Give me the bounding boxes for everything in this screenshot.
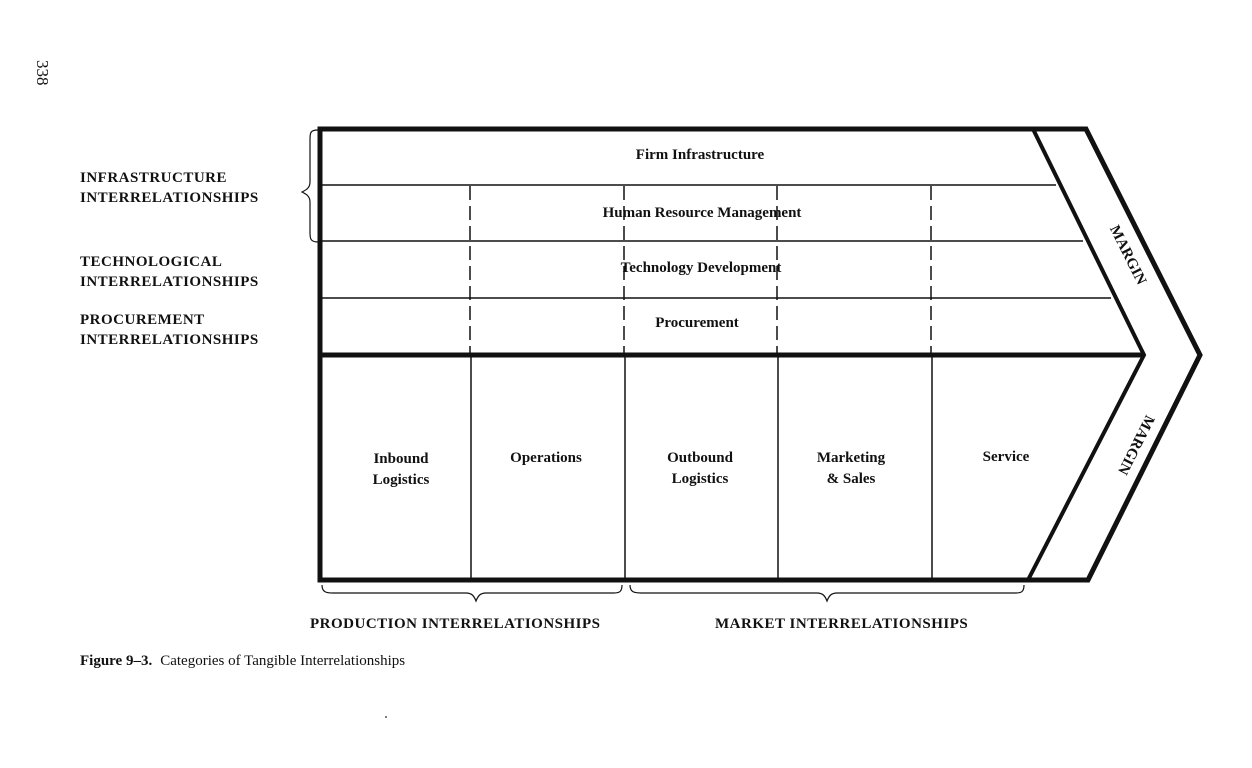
production-brace (321, 584, 623, 603)
service-label: Service (983, 449, 1030, 465)
value-chain-outline (317, 126, 1203, 583)
marketing-sales-label-line-2: & Sales (827, 471, 876, 487)
technological-label-line-2: INTERRELATIONSHIPS (80, 274, 259, 290)
production-interrelationships-label: PRODUCTION INTERRELATIONSHIPS (310, 616, 601, 632)
scan-speck (385, 716, 387, 718)
procurement-label-line-2: INTERRELATIONSHIPS (80, 332, 259, 348)
operations-label: Operations (510, 450, 582, 466)
procurement-interrelationships-label: PROCUREMENT INTERRELATIONSHIPS (80, 310, 259, 350)
figure-caption: Figure 9–3. Categories of Tangible Interr… (80, 653, 405, 670)
margin-label-upper: MARGIN (1106, 223, 1149, 288)
marketing-sales-label-line-1: Marketing (817, 450, 886, 466)
market-brace (629, 584, 1025, 603)
inbound-logistics-label-line-2: Logistics (373, 472, 430, 488)
figure-title: Categories of Tangible Interrelationship… (160, 653, 406, 669)
technological-label-line-1: TECHNOLOGICAL (80, 254, 223, 270)
margin-band-inner-edge (1026, 128, 1147, 581)
outbound-logistics-label-line-1: Outbound (667, 450, 734, 466)
market-interrelationships-label: MARKET INTERRELATIONSHIPS (715, 616, 969, 632)
firm-infrastructure-label: Firm Infrastructure (636, 147, 765, 163)
human-resource-management-label: Human Resource Management (603, 205, 802, 221)
infrastructure-brace (300, 129, 319, 243)
technological-interrelationships-label: TECHNOLOGICAL INTERRELATIONSHIPS (80, 252, 259, 292)
procurement-label-line-1: PROCUREMENT (80, 312, 205, 328)
margin-label-lower: MARGIN (1114, 413, 1157, 478)
procurement-label: Procurement (655, 315, 739, 331)
infrastructure-label-line-1: INFRASTRUCTURE (80, 170, 228, 186)
figure-number: Figure 9–3. (80, 653, 153, 669)
outbound-logistics-label-line-2: Logistics (672, 471, 729, 487)
inbound-logistics-label-line-1: Inbound (373, 451, 429, 467)
infrastructure-label-line-2: INTERRELATIONSHIPS (80, 190, 259, 206)
technology-development-label: Technology Development (621, 260, 782, 276)
infrastructure-interrelationships-label: INFRASTRUCTURE INTERRELATIONSHIPS (80, 168, 259, 208)
